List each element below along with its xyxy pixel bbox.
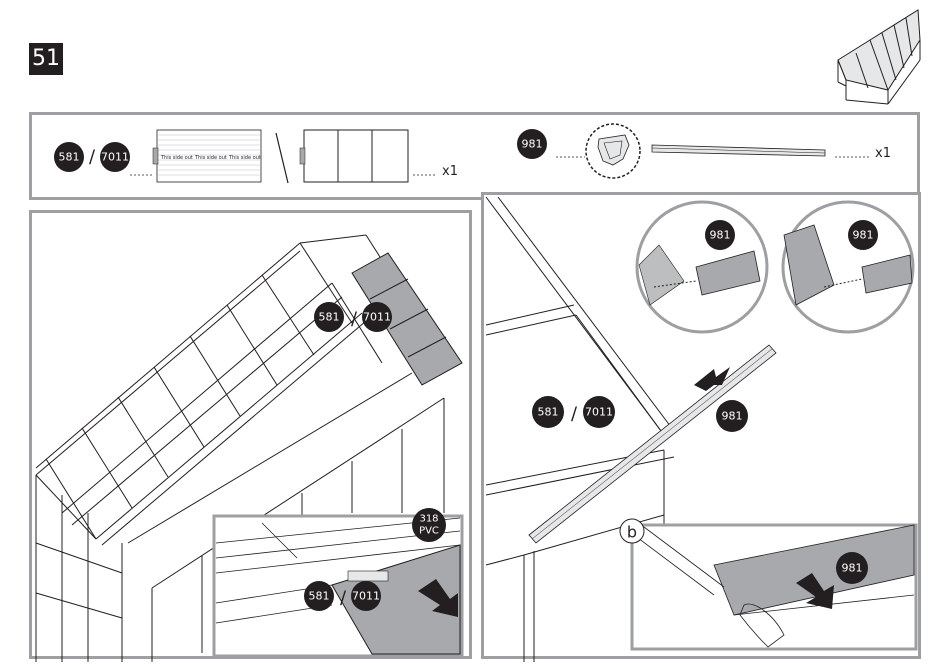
- polycarbonate-panel: This side out This side out This side ou…: [153, 130, 261, 182]
- badge-7011-inset: 7011: [351, 581, 381, 611]
- badge-318-label: 318: [419, 514, 438, 525]
- badge-981-parts-label: 981: [522, 138, 543, 151]
- qty-strip: x1: [875, 146, 891, 161]
- slash-overview: /: [351, 309, 358, 330]
- badge-581-right: 581: [532, 396, 564, 428]
- zoom-detail-right: 981: [783, 202, 913, 332]
- glass-panel: [300, 130, 408, 182]
- badge-981-zoom-left: 981: [705, 220, 735, 250]
- badge-581-inset: 581: [304, 581, 334, 611]
- badge-981-zoom-right: 981: [848, 220, 878, 250]
- badge-581-overview: 581: [314, 302, 344, 332]
- badge-981-zoom-right-label: 981: [853, 229, 874, 242]
- badge-581-overview-label: 581: [319, 311, 340, 324]
- strip-install-illustration: 581 / 7011 981 981: [484, 195, 924, 662]
- badge-581-inset-label: 581: [309, 590, 330, 603]
- badge-981-parts: 981: [517, 129, 547, 159]
- parts-illustration: 581 / 7011 This side out This side out T…: [32, 115, 923, 203]
- step-letter-b-label: b: [627, 523, 637, 542]
- panel-side-label-1: This side out: [160, 155, 193, 161]
- badge-7011-right: 7011: [583, 396, 615, 428]
- badge-981-inset: 981: [836, 552, 868, 584]
- badge-581-right-label: 581: [538, 406, 559, 419]
- greenhouse-frame-illustration: 581 / 7011 318 PVC: [32, 213, 475, 662]
- qty-panels: x1: [442, 164, 458, 179]
- badge-318-pvc: 318 PVC: [412, 508, 446, 542]
- badge-981-right-label: 981: [722, 410, 743, 423]
- zoom-detail-left: 981: [637, 202, 767, 332]
- parts-panel: 581 / 7011 This side out This side out T…: [29, 112, 920, 200]
- badge-7011: 7011: [100, 142, 130, 172]
- greenhouse-overview-panel: 581 / 7011 318 PVC: [29, 210, 472, 659]
- badge-7011-overview: 7011: [362, 302, 392, 332]
- badge-7011-overview-label: 7011: [363, 311, 391, 324]
- badge-7011-right-label: 7011: [585, 406, 613, 419]
- badge-581: 581: [54, 142, 84, 172]
- strip-profile-detail: [586, 124, 640, 178]
- badge-981-inset-label: 981: [842, 562, 863, 575]
- panel-side-label-2: This side out: [194, 155, 227, 161]
- slash-right: /: [571, 404, 578, 425]
- strip-install-panel: 581 / 7011 981 981: [481, 192, 921, 659]
- badge-pvc-label: PVC: [419, 526, 439, 537]
- slash-inset: /: [340, 588, 347, 609]
- inset-b-detail: b 981: [620, 519, 916, 649]
- badge-7011-inset-label: 7011: [352, 590, 380, 603]
- inset-ridge-cap-detail: 318 PVC 581 / 7011: [214, 508, 462, 656]
- panel-side-label-3: This side out: [228, 155, 261, 161]
- strip-981-diagonal: [529, 345, 776, 543]
- badge-981-right: 981: [716, 400, 748, 432]
- badge-981-zoom-left-label: 981: [710, 229, 731, 242]
- slash: /: [89, 147, 96, 168]
- badge-7011-label: 7011: [101, 151, 129, 164]
- strip-981: [652, 145, 825, 156]
- badge-581-label: 581: [59, 151, 80, 164]
- step-letter-b: b: [620, 519, 644, 543]
